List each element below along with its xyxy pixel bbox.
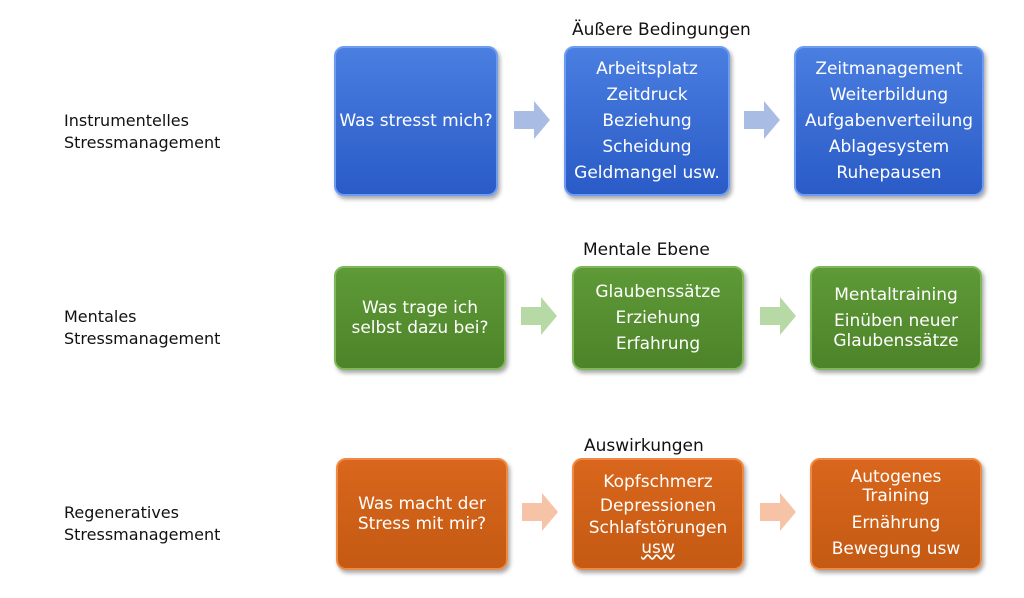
measure-item: Glaubenssätze — [833, 331, 959, 351]
cause-item: Erfahrung — [615, 334, 701, 354]
row-label-mentales: Mentales Stressmanagement — [64, 306, 220, 350]
arrow-right-icon — [514, 101, 550, 139]
row-label-line: Stressmanagement — [64, 329, 221, 348]
question-box: Was stresst mich? — [334, 46, 498, 196]
cause-item: Arbeitsplatz — [596, 59, 698, 79]
causes-box: Arbeitsplatz Zeitdruck Beziehung Scheidu… — [564, 46, 730, 196]
row-label-line: Mentales — [64, 307, 137, 326]
heading-mentale-ebene: Mentale Ebene — [583, 240, 710, 260]
measures-box: Zeitmanagement Weiterbildung Aufgabenver… — [794, 46, 984, 196]
measure-item: Mentaltraining — [834, 285, 958, 305]
cause-item: Kopfschmerz — [603, 472, 713, 492]
arrow-right-icon — [760, 493, 796, 531]
cause-item: Beziehung — [602, 111, 692, 131]
row-label-line: Stressmanagement — [64, 133, 221, 152]
measure-item: Bewegung usw — [831, 539, 961, 559]
question-text: Was stresst mich? — [339, 111, 493, 131]
question-text: Was trage ich — [362, 298, 478, 318]
measure-item: Autogenes — [850, 467, 942, 487]
measure-item: Training — [862, 486, 930, 506]
question-box: Was macht der Stress mit mir? — [336, 458, 508, 570]
question-text: Was macht der — [358, 494, 486, 514]
measure-item: Einüben neuer — [834, 311, 958, 331]
measure-item: Weiterbildung — [829, 85, 949, 105]
row-label-line: Regeneratives — [64, 503, 179, 522]
measures-box: Mentaltraining Einüben neuer Glaubenssät… — [810, 266, 982, 370]
cause-item: Scheidung — [602, 137, 692, 157]
cause-item: Erziehung — [615, 308, 701, 328]
question-text: selbst dazu bei? — [351, 318, 489, 338]
cause-item: Zeitdruck — [606, 85, 688, 105]
measure-item: Ablagesystem — [828, 137, 950, 157]
cause-item: usw — [641, 538, 675, 558]
row-label-regeneratives: Regeneratives Stressmanagement — [64, 502, 220, 546]
question-box: Was trage ich selbst dazu bei? — [334, 266, 506, 370]
arrow-right-icon — [522, 493, 558, 531]
arrow-right-icon — [744, 101, 780, 139]
measure-item: Ruhepausen — [836, 163, 942, 183]
cause-item: Glaubenssätze — [595, 282, 721, 302]
question-text: Stress mit mir? — [357, 514, 487, 534]
measure-item: Aufgabenverteilung — [804, 111, 974, 131]
cause-item: Depressionen — [599, 496, 717, 516]
row-label-instrumentell: Instrumentelles Stressmanagement — [64, 110, 220, 154]
cause-item: Geldmangel usw. — [574, 163, 720, 183]
heading-auswirkungen: Auswirkungen — [584, 436, 704, 456]
measure-item: Ernährung — [851, 513, 941, 533]
causes-box: Kopfschmerz Depressionen Schlafstörungen… — [572, 458, 744, 570]
arrow-right-icon — [521, 297, 557, 335]
measures-box: Autogenes Training Ernährung Bewegung us… — [810, 458, 982, 570]
cause-item: Schlafstörungen — [588, 518, 728, 538]
arrow-right-icon — [760, 297, 796, 335]
heading-aeussere-bedingungen: Äußere Bedingungen — [572, 20, 751, 40]
measure-item: Zeitmanagement — [815, 59, 963, 79]
row-label-line: Instrumentelles — [64, 111, 189, 130]
row-label-line: Stressmanagement — [64, 525, 221, 544]
causes-box: Glaubenssätze Erziehung Erfahrung — [572, 266, 744, 370]
